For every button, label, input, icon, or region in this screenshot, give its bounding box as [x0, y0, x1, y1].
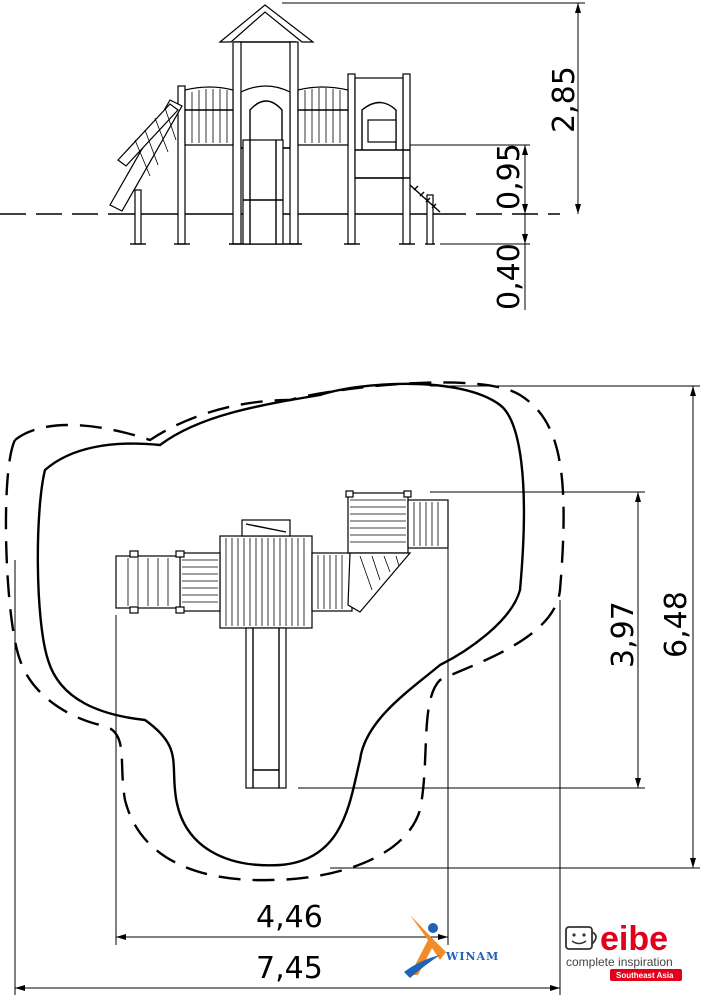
tower-arch [240, 85, 291, 149]
impact-area-outline[interactable] [36, 382, 526, 867]
side-panels [184, 86, 349, 146]
total-height-label: 2,85 [547, 66, 582, 133]
safety-area-outline [4, 381, 565, 882]
platform-height-label: 0,95 [492, 143, 527, 210]
structure-width-label: 4,46 [256, 900, 323, 935]
safety-area-width-label: 7,45 [256, 951, 323, 986]
winam-swoosh-icon [404, 955, 440, 978]
winam-logo: WINAM [404, 915, 499, 978]
eibe-region-badge [610, 969, 682, 981]
tower-roof [218, 4, 315, 43]
elevation-view: 2,85 0,95 0,40 [0, 2, 585, 310]
eibe-mug-icon [565, 926, 597, 950]
right-bridge [311, 552, 353, 612]
plan-dimensions [14, 385, 700, 995]
elevation-dimensions [282, 2, 585, 310]
slide-plan [245, 627, 287, 789]
eibe-logo: eibe complete inspiration Southeast Asia [565, 920, 682, 981]
right-tower-plan [345, 490, 449, 613]
central-deck [219, 519, 313, 629]
right-section-elevation [354, 77, 441, 213]
slide-elevation [242, 139, 284, 245]
structure-length-label: 3,97 [606, 601, 641, 668]
safety-area-length-label: 6,48 [659, 591, 694, 658]
left-bridge [115, 550, 221, 614]
eibe-region-label: Southeast Asia [616, 971, 674, 980]
eibe-logo-text: eibe [600, 920, 668, 958]
foundation-depth-label: 0,40 [492, 243, 527, 310]
winam-logo-text: WINAM [445, 950, 499, 963]
eibe-tagline: complete inspiration [566, 955, 673, 969]
plan-view: 3,97 6,48 4,46 7,45 [4, 381, 700, 995]
winam-figure-icon [410, 915, 446, 975]
ladder-elevation [109, 99, 183, 212]
